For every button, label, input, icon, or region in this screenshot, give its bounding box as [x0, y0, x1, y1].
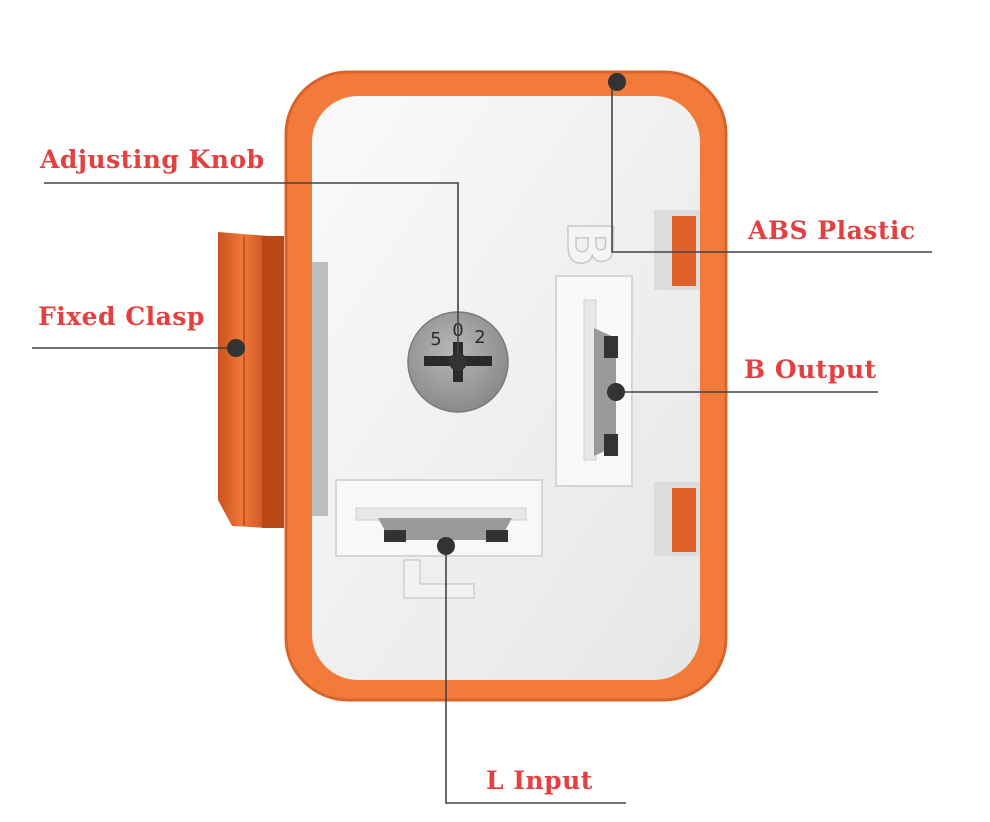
dial-mark-2: 2 — [474, 327, 485, 348]
label-abs-plastic: ABS Plastic — [747, 216, 916, 245]
leader-l-input — [445, 546, 626, 804]
label-adjusting-knob: Adjusting Knob — [39, 145, 265, 174]
side-slot-top — [654, 210, 700, 290]
side-slot-bottom — [654, 482, 700, 556]
label-b-output: B Output — [744, 355, 877, 384]
dot-b-output — [607, 383, 625, 401]
leader-adjusting-knob — [44, 182, 459, 362]
terminal-l-mark — [403, 559, 475, 599]
terminal-b-mark: B — [553, 220, 626, 267]
label-fixed-clasp: Fixed Clasp — [38, 302, 205, 331]
dot-l-input — [437, 537, 455, 555]
fixed-clasp — [218, 232, 284, 528]
dial-mark-5: 5 — [430, 329, 441, 350]
dot-adjusting-knob — [449, 353, 467, 371]
label-l-input: L Input — [486, 766, 593, 795]
b-output-terminal — [555, 275, 633, 487]
dot-fixed-clasp — [227, 339, 245, 357]
dot-abs-plastic — [608, 73, 626, 91]
leader-abs-plastic — [611, 82, 932, 253]
l-input-terminal — [335, 479, 543, 557]
